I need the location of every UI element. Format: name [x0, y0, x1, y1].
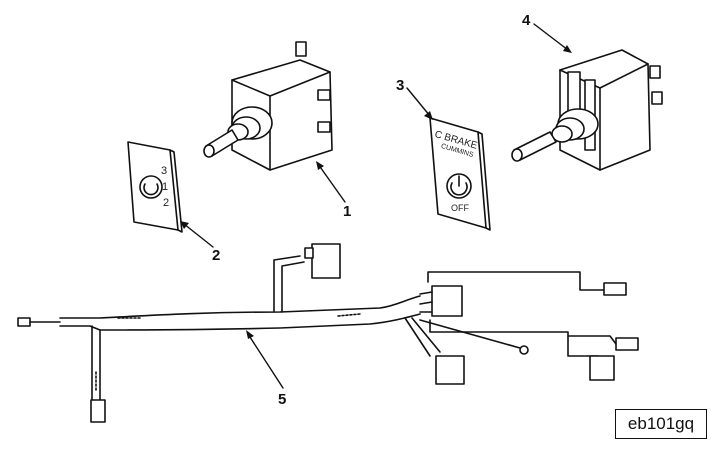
callout-5: 5: [278, 391, 287, 408]
callout-1: 1: [343, 203, 352, 220]
leader-arrows: [180, 23, 572, 389]
plate-3-off-label: OFF: [451, 203, 469, 213]
plate-2-number-middle: 1: [162, 181, 169, 193]
figure-id-label: eb101gq: [615, 409, 707, 439]
plate-2-number-top: 3: [161, 165, 168, 177]
callout-4: 4: [522, 12, 531, 29]
wiring-harness-part-5: [17, 243, 639, 423]
brake-plate-part-3: [429, 117, 491, 231]
plate-2-number-bottom: 2: [163, 197, 170, 209]
callout-2: 2: [212, 247, 221, 264]
callout-3: 3: [396, 77, 405, 94]
toggle-switch-part-4: [511, 49, 663, 171]
switch-plate-part-2: [127, 141, 183, 233]
toggle-switch-part-1: [203, 41, 333, 171]
